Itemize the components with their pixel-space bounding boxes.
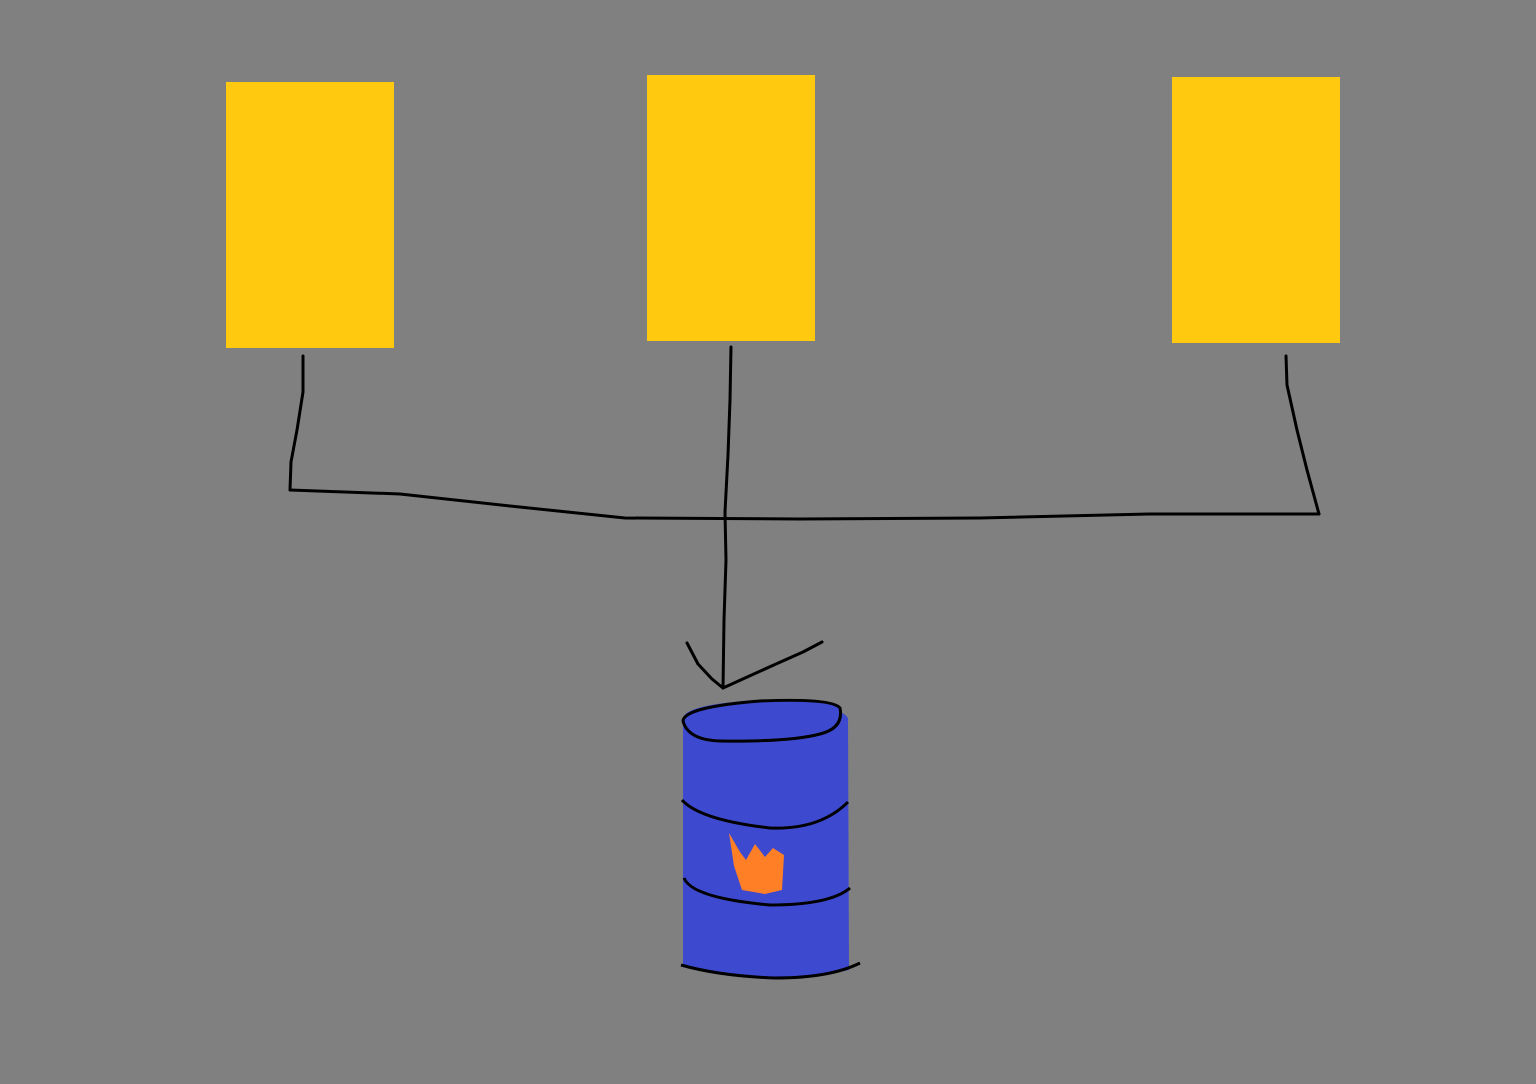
flame-icon: [729, 833, 784, 894]
connector-left-drop: [288, 354, 305, 492]
database-band-upper: [680, 798, 850, 830]
connector-bus: [288, 488, 1321, 521]
node-center: [647, 75, 815, 341]
node-right: [1172, 77, 1340, 343]
database-base: [680, 961, 861, 980]
database-band-lower: [682, 877, 851, 907]
database-lid: [681, 698, 843, 743]
connector-center-drop: [721, 345, 733, 690]
connector-right-drop: [1284, 354, 1321, 516]
database-barrel-icon: [680, 698, 861, 980]
connector-lines: [288, 345, 1321, 690]
node-left: [226, 82, 394, 348]
database-body: [683, 700, 849, 978]
arrowhead: [685, 640, 824, 690]
